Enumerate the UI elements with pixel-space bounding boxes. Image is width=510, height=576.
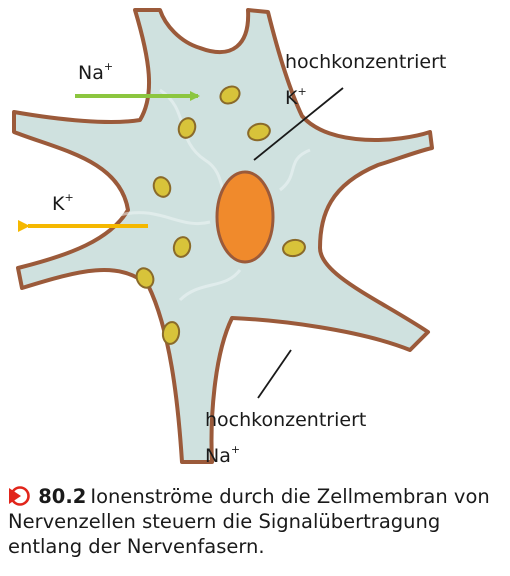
organelle [177, 117, 197, 139]
outside-label-pointer [257, 349, 292, 399]
inside-ion-label: K+ [285, 85, 307, 109]
figure-number: 80.2 [38, 485, 87, 508]
organelle [282, 238, 306, 258]
na-ion-label: Na+ [78, 60, 113, 84]
organelle [219, 85, 241, 105]
neuron-diagram: Na+ K+ hochkonzentriert K+ hochkonzentri… [12, 8, 446, 467]
organelles [135, 85, 306, 345]
organelle [135, 267, 155, 289]
organelle [247, 122, 271, 142]
caption-text: Ionenströme durch die Zellmembran von Ne… [8, 485, 490, 558]
organelle [161, 321, 181, 345]
inside-label-pointer [253, 87, 344, 161]
figure-reference-icon [8, 486, 32, 506]
organelle [172, 236, 192, 258]
outside-concentration-label: hochkonzentriert [205, 409, 366, 431]
nucleus [215, 170, 275, 264]
inside-concentration-label: hochkonzentriert [285, 51, 446, 73]
organelle [152, 176, 172, 198]
k-ion-label: K+ [52, 191, 74, 215]
outside-ion-label: Na+ [205, 443, 240, 467]
